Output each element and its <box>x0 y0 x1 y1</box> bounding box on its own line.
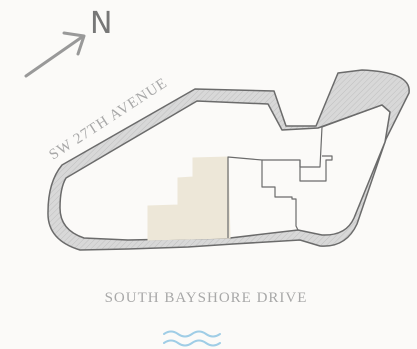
lot-lines <box>227 104 383 238</box>
street-label-south-bayshore-drive: SOUTH BAYSHORE DRIVE <box>105 290 308 306</box>
highlighted-lot <box>147 156 231 241</box>
water-waves-icon <box>163 330 221 347</box>
north-label: N <box>90 6 112 41</box>
north-arrow-icon <box>24 31 86 78</box>
